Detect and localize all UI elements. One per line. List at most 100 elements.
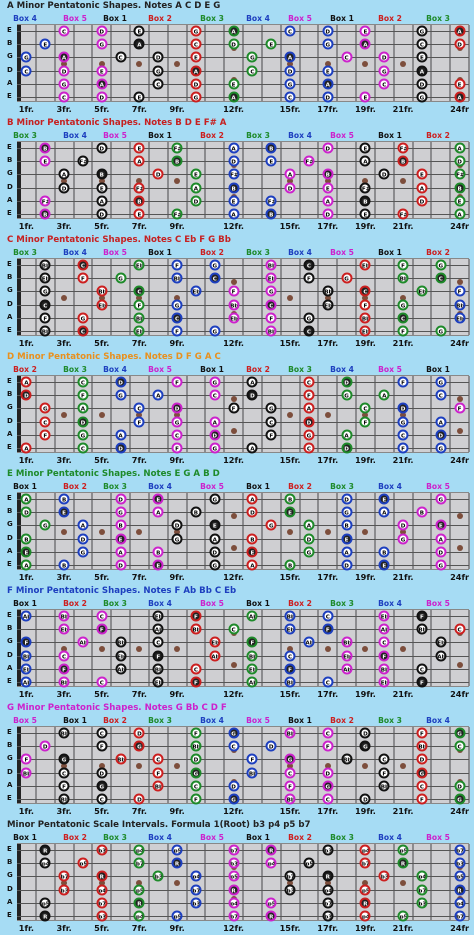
- box-label: Box 1: [246, 833, 270, 842]
- note-marker: A: [133, 155, 145, 167]
- note-marker: p5: [39, 897, 51, 909]
- note-marker: Eb: [209, 636, 221, 648]
- note-marker: Bb: [397, 272, 409, 284]
- fret-number: 24fr: [450, 104, 470, 114]
- note-marker: Eb: [152, 610, 164, 622]
- fret-number: 15fr.: [279, 455, 301, 465]
- note-marker: C: [190, 663, 202, 675]
- note-marker: Bb: [20, 650, 32, 662]
- note-marker: E: [39, 38, 51, 50]
- fret-wire: [298, 259, 301, 335]
- fret-number: 3fr.: [56, 455, 72, 465]
- note-marker: E: [454, 78, 466, 90]
- fret-inlay: [136, 880, 143, 886]
- note-marker: D: [454, 780, 466, 792]
- guitar-string: [17, 538, 469, 540]
- guitar-string: [17, 733, 469, 734]
- note-marker: B: [228, 182, 240, 194]
- note-marker: D: [58, 65, 70, 77]
- note-marker: Eb: [416, 285, 428, 297]
- fret-number: 17fr.: [317, 221, 339, 231]
- box-label: Box 3: [13, 248, 37, 257]
- note-marker: Eb: [58, 623, 70, 635]
- guitar-string: [17, 746, 469, 748]
- fret-number: 21fr.: [392, 572, 414, 582]
- note-marker: p5: [454, 870, 466, 882]
- fret-wire: [72, 25, 75, 101]
- note-marker: G: [265, 519, 277, 531]
- fret-wire: [72, 259, 75, 335]
- note-marker: Bb: [96, 285, 108, 297]
- note-marker: D: [322, 767, 334, 779]
- scale-section: C Minor Pentatonic Shapes. Notes C Eb F …: [0, 234, 474, 350]
- note-marker: D: [454, 38, 466, 50]
- note-marker: G: [228, 727, 240, 739]
- fret-inlay: [287, 61, 294, 67]
- box-label: Box 1: [200, 365, 224, 374]
- fret-number: 15fr.: [279, 806, 301, 816]
- fret-wire: [373, 610, 376, 686]
- string-name: D: [7, 299, 13, 308]
- string-name: E: [7, 443, 12, 451]
- nut: [17, 610, 21, 686]
- fret-wire: [392, 610, 395, 686]
- box-label: Box 4: [378, 482, 402, 491]
- note-marker: C: [435, 389, 447, 401]
- note-marker: Ab: [77, 636, 89, 648]
- note-marker: Eb: [133, 325, 145, 337]
- note-marker: R: [265, 844, 277, 856]
- note-marker: B: [58, 559, 70, 571]
- fret-number: 3fr.: [56, 923, 72, 933]
- string-name: B: [7, 156, 13, 165]
- note-marker: F#: [77, 155, 89, 167]
- fret-wire: [279, 376, 282, 452]
- fret-wire: [242, 142, 244, 218]
- fret-number: 7fr.: [131, 338, 148, 348]
- fret-number: 24fr: [450, 806, 470, 816]
- fret-wire: [166, 376, 169, 452]
- note-marker: D: [322, 91, 334, 103]
- guitar-string: [17, 161, 469, 163]
- fret-wire: [53, 493, 56, 569]
- fret-wire: [336, 727, 339, 803]
- note-marker: F: [96, 623, 108, 635]
- guitar-string: [17, 174, 469, 176]
- fret-inlay: [61, 178, 68, 184]
- fret-inlay: [456, 279, 463, 286]
- note-marker: Bb: [416, 623, 428, 635]
- string-name: G: [7, 637, 13, 646]
- fret-wire: [223, 844, 226, 920]
- box-label: Box 5: [200, 833, 224, 842]
- note-marker: F: [284, 780, 296, 792]
- note-marker: D: [341, 442, 353, 454]
- note-marker: G: [435, 493, 447, 505]
- string-name: A: [7, 663, 13, 672]
- note-marker: C: [454, 623, 466, 635]
- note-marker: A: [378, 389, 390, 401]
- note-marker: Ab: [152, 623, 164, 635]
- fret-wire: [279, 493, 282, 569]
- note-marker: E: [359, 142, 371, 154]
- note-marker: B: [454, 182, 466, 194]
- string-name: D: [7, 65, 13, 74]
- fret-inlay: [98, 529, 105, 535]
- box-label: Box 5: [13, 716, 37, 725]
- fret-number: 1fr.: [18, 923, 35, 933]
- note-marker: D: [96, 142, 108, 154]
- note-marker: R: [39, 844, 51, 856]
- note-marker: D: [96, 208, 108, 220]
- box-label: Box 4: [200, 716, 224, 725]
- note-marker: C: [284, 25, 296, 37]
- note-marker: Bb: [58, 676, 70, 688]
- note-marker: C: [246, 65, 258, 77]
- box-label: Box 1: [426, 365, 450, 374]
- fret-wire: [53, 727, 56, 803]
- box-label: Box 2: [200, 131, 224, 140]
- fret-number: 1fr.: [18, 572, 35, 582]
- box-label: Box 2: [378, 14, 402, 23]
- fret-wire: [468, 376, 470, 452]
- fret-wire: [166, 610, 169, 686]
- box-label: Box 4: [426, 716, 450, 725]
- note-marker: E: [58, 506, 70, 518]
